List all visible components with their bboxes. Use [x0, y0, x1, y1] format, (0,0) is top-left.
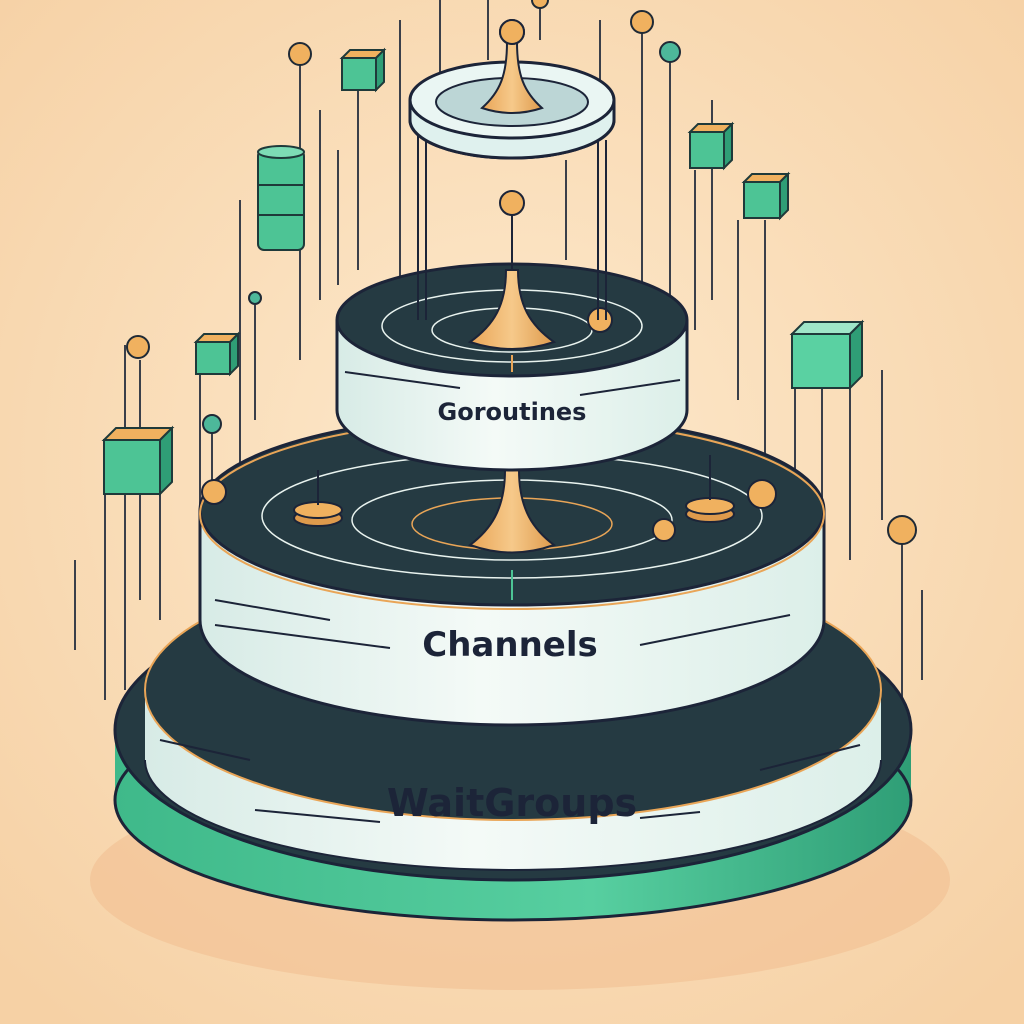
disk-token-icon [685, 455, 735, 523]
tier-label-channels: Channels [422, 625, 597, 665]
orb-icon [202, 414, 222, 434]
orb-icon [587, 307, 613, 333]
orb-icon [126, 335, 150, 359]
orb-icon [659, 41, 681, 63]
cube-icon [741, 171, 791, 221]
orb-icon [747, 479, 777, 509]
orb-icon [531, 0, 549, 9]
tier-label-waitgroups: WaitGroups [387, 781, 637, 825]
disk-token-icon [293, 470, 343, 527]
ring-icon [408, 19, 616, 160]
cube-icon [101, 425, 175, 497]
orb-icon [887, 515, 917, 545]
orb-icon [201, 479, 227, 505]
orb-icon [652, 518, 676, 542]
tier-channels: Channels [198, 413, 826, 727]
floating-orbs [126, 0, 917, 545]
ring-pillars [417, 130, 607, 320]
orb-icon [288, 42, 312, 66]
spindle-icon [467, 210, 557, 350]
cylinder-stack-icon [257, 145, 305, 251]
tier-label-goroutines: Goroutines [438, 398, 587, 426]
cube-icon [687, 121, 735, 171]
orb-icon [248, 291, 262, 305]
orb-icon [499, 19, 525, 45]
cube-icon [339, 47, 387, 93]
cube-icon [789, 319, 865, 391]
tier-goroutines: Goroutines [335, 190, 689, 472]
floating-blocks [101, 47, 865, 497]
spindle-icon [467, 469, 557, 554]
orb-icon [630, 10, 654, 34]
orb-icon [499, 190, 525, 216]
cube-icon [193, 331, 241, 377]
